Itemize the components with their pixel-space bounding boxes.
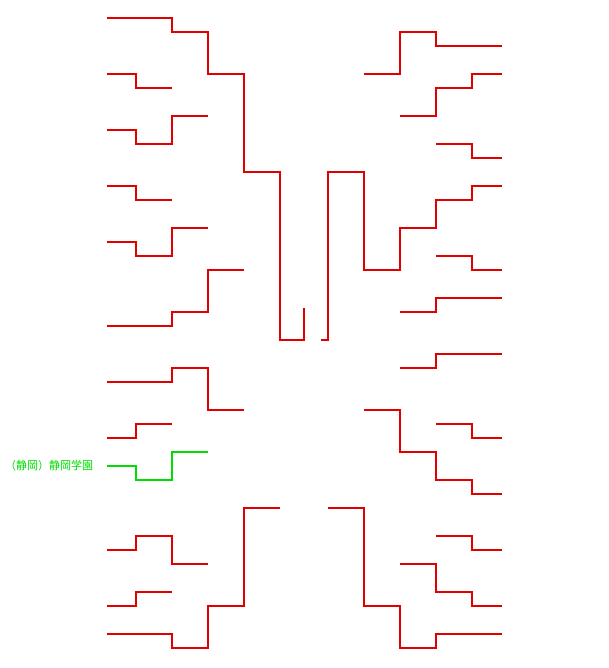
- bracket-line-23: [328, 507, 502, 649]
- bracket-line-17: [400, 297, 502, 313]
- bracket-line-1: [107, 73, 172, 89]
- bracket-line-6: [107, 367, 244, 411]
- bracket-line-9: [107, 535, 208, 565]
- bracket-line-12: [364, 31, 502, 75]
- bracket-line-18: [400, 353, 502, 369]
- bracket-line-0: [107, 17, 305, 341]
- bracket-line-14: [436, 143, 502, 159]
- bracket-line-11: [107, 507, 280, 649]
- bracket-line-21: [436, 535, 502, 551]
- bracket-line-advancing: [107, 451, 208, 481]
- bracket-line-15: [321, 171, 502, 341]
- bracket-line-2: [107, 115, 208, 145]
- bracket-line-13: [400, 73, 502, 117]
- bracket-line-3: [107, 185, 172, 201]
- team-label-shizuoka-gakuen: （静岡）静岡学園: [5, 459, 93, 472]
- bracket-line-20: [364, 409, 502, 495]
- bracket-line-16: [436, 255, 502, 271]
- bracket-line-7: [107, 423, 172, 439]
- bracket-line-10: [107, 591, 172, 607]
- bracket-line-19: [436, 423, 502, 439]
- bracket-line-5: [107, 269, 244, 327]
- bracket-line-22: [400, 563, 502, 607]
- bracket-line-4: [107, 227, 208, 257]
